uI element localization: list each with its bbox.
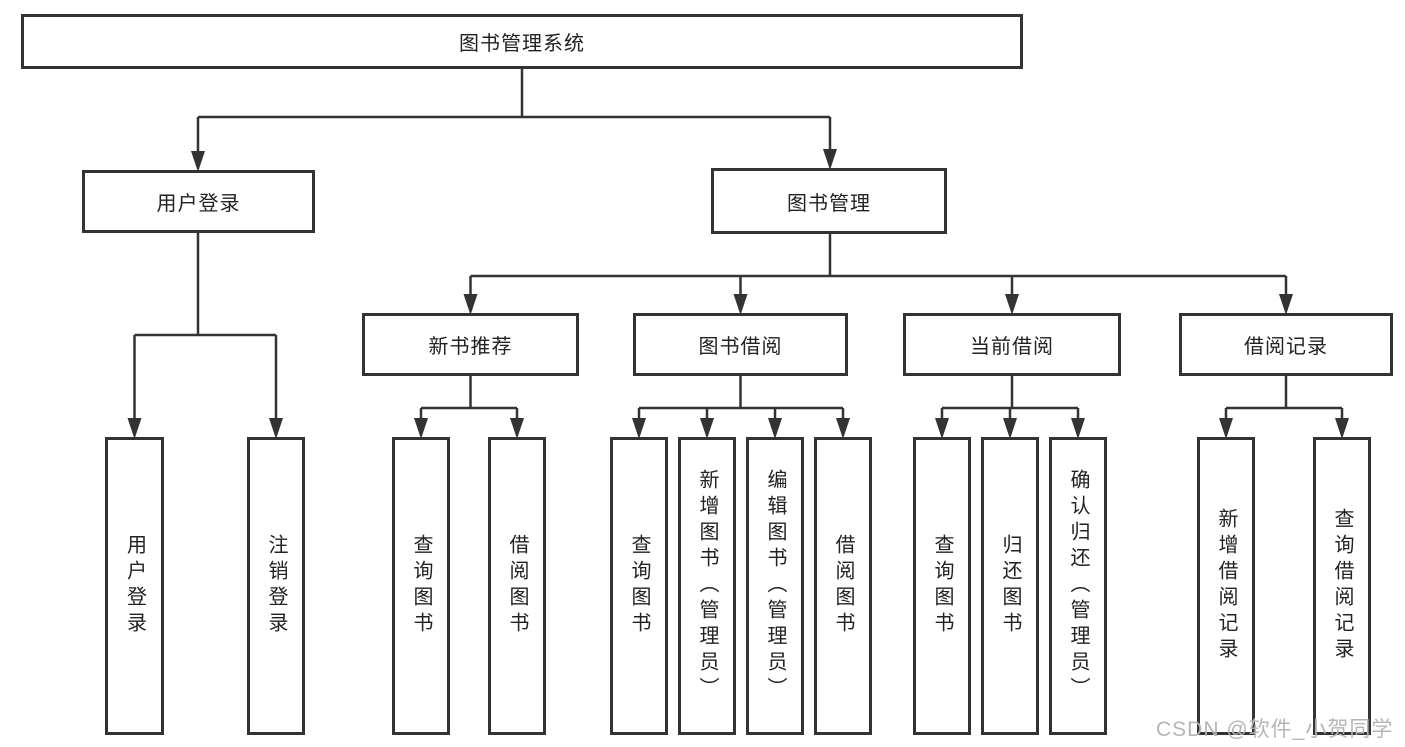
leaf-add-borrow-record: 新增借阅记录: [1197, 437, 1255, 735]
node-label: 图书管理系统: [459, 33, 585, 55]
arrowhead-icon: [414, 418, 428, 439]
connector-new-book-children: [419, 376, 519, 424]
leaf-query-books-recommend: 查询图书: [392, 437, 450, 735]
arrowhead-icon: [1219, 418, 1233, 439]
arrowhead-icon: [269, 418, 283, 439]
node-label: 用户登录: [123, 534, 146, 638]
node-label: 用户登录: [156, 193, 241, 215]
arrowhead-icon: [1071, 418, 1085, 439]
arrowhead-icon: [1005, 294, 1019, 315]
leaf-user-login: 用户登录: [105, 437, 164, 735]
node-label: 图书借阅: [698, 336, 783, 358]
node-label: 图书管理: [787, 192, 871, 215]
node-borrowing-records: 借阅记录: [1179, 313, 1393, 376]
node-label: 借阅图书: [832, 534, 854, 638]
leaf-query-books-current: 查询图书: [913, 437, 971, 735]
leaf-add-books-admin: 新增图书（管理员）: [678, 437, 736, 735]
node-label: 查询借阅记录: [1331, 508, 1353, 664]
leaf-borrow-books: 借阅图书: [814, 437, 872, 735]
node-label: 新增图书（管理员）: [696, 469, 718, 703]
arrowhead-icon: [463, 294, 478, 315]
arrowhead-icon: [632, 418, 646, 439]
arrowhead-icon: [700, 418, 714, 439]
arrowhead-icon: [768, 418, 782, 439]
leaf-query-books: 查询图书: [610, 437, 668, 735]
arrowhead-icon: [836, 418, 850, 439]
node-label: 借阅记录: [1244, 336, 1328, 358]
node-label: 编辑图书（管理员）: [764, 469, 786, 703]
connector-current-borrow-children: [940, 376, 1080, 424]
node-label: 新书推荐: [428, 336, 513, 358]
arrowheads: [127, 149, 1349, 439]
arrowhead-icon: [1335, 418, 1349, 439]
node-label: 查询图书: [628, 534, 650, 638]
leaf-edit-books-admin: 编辑图书（管理员）: [746, 437, 804, 735]
node-new-book-recommend: 新书推荐: [362, 313, 579, 376]
node-label: 新增借阅记录: [1215, 508, 1237, 664]
leaf-logout: 注销登录: [247, 437, 305, 735]
leaf-return-books: 归还图书: [981, 437, 1039, 735]
csdn-watermark: CSDN @软件_小贺同学: [1156, 718, 1394, 741]
connector-borrow-record-children: [1224, 376, 1344, 424]
node-user-login: 用户登录: [82, 170, 315, 233]
arrowhead-icon: [733, 294, 748, 315]
node-current-borrowing: 当前借阅: [903, 313, 1121, 376]
node-label: 当前借阅: [970, 336, 1054, 358]
connector-root-to-level2: [196, 69, 832, 156]
node-label: 注销登录: [265, 534, 287, 638]
node-book-management: 图书管理: [711, 168, 947, 234]
connector-book-mgmt-to-level3: [469, 234, 1288, 300]
connector-book-borrow-children: [637, 376, 845, 424]
node-label: 借阅图书: [506, 534, 528, 638]
arrowhead-icon: [935, 418, 949, 439]
arrowhead-icon: [191, 151, 205, 172]
node-book-borrowing: 图书借阅: [633, 313, 848, 376]
arrowhead-icon: [127, 418, 142, 439]
node-label: 查询图书: [931, 534, 953, 638]
arrowhead-icon: [510, 418, 524, 439]
leaf-query-borrow-record: 查询借阅记录: [1313, 437, 1371, 735]
leaf-confirm-return-admin: 确认归还（管理员）: [1049, 437, 1107, 735]
node-label: 归还图书: [999, 534, 1021, 638]
arrowhead-icon: [1279, 294, 1293, 315]
arrowhead-icon: [823, 149, 837, 170]
leaf-borrow-books-recommend: 借阅图书: [488, 437, 546, 735]
arrowhead-icon: [1003, 418, 1017, 439]
node-label: 查询图书: [410, 534, 432, 638]
node-label: 确认归还（管理员）: [1067, 469, 1089, 703]
node-library-management-system: 图书管理系统: [21, 14, 1023, 69]
connector-user-login-children: [133, 233, 278, 424]
